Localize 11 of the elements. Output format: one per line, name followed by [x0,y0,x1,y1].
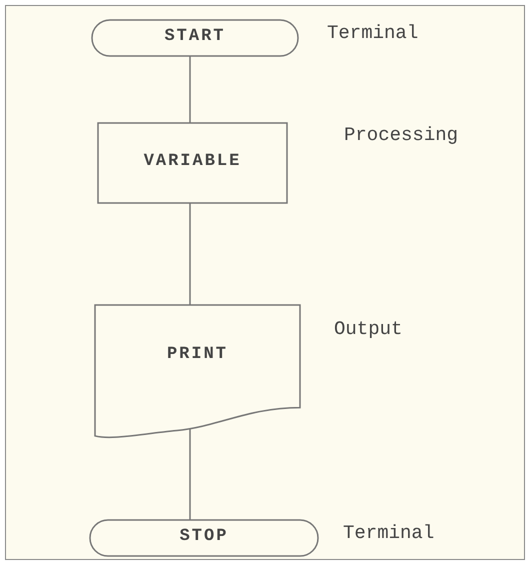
symbol-caption: Terminal [327,22,418,44]
connector-line [189,428,191,520]
node-label: PRINT [166,345,229,364]
node-label: VARIABLE [142,152,242,171]
symbol-caption: Output [334,318,402,340]
symbol-caption: Terminal [343,522,434,544]
node-label: STOP [178,527,230,546]
symbol-caption: Processing [344,124,458,146]
node-label: START [163,27,226,46]
connector-line [189,56,191,123]
connector-line [189,203,191,305]
